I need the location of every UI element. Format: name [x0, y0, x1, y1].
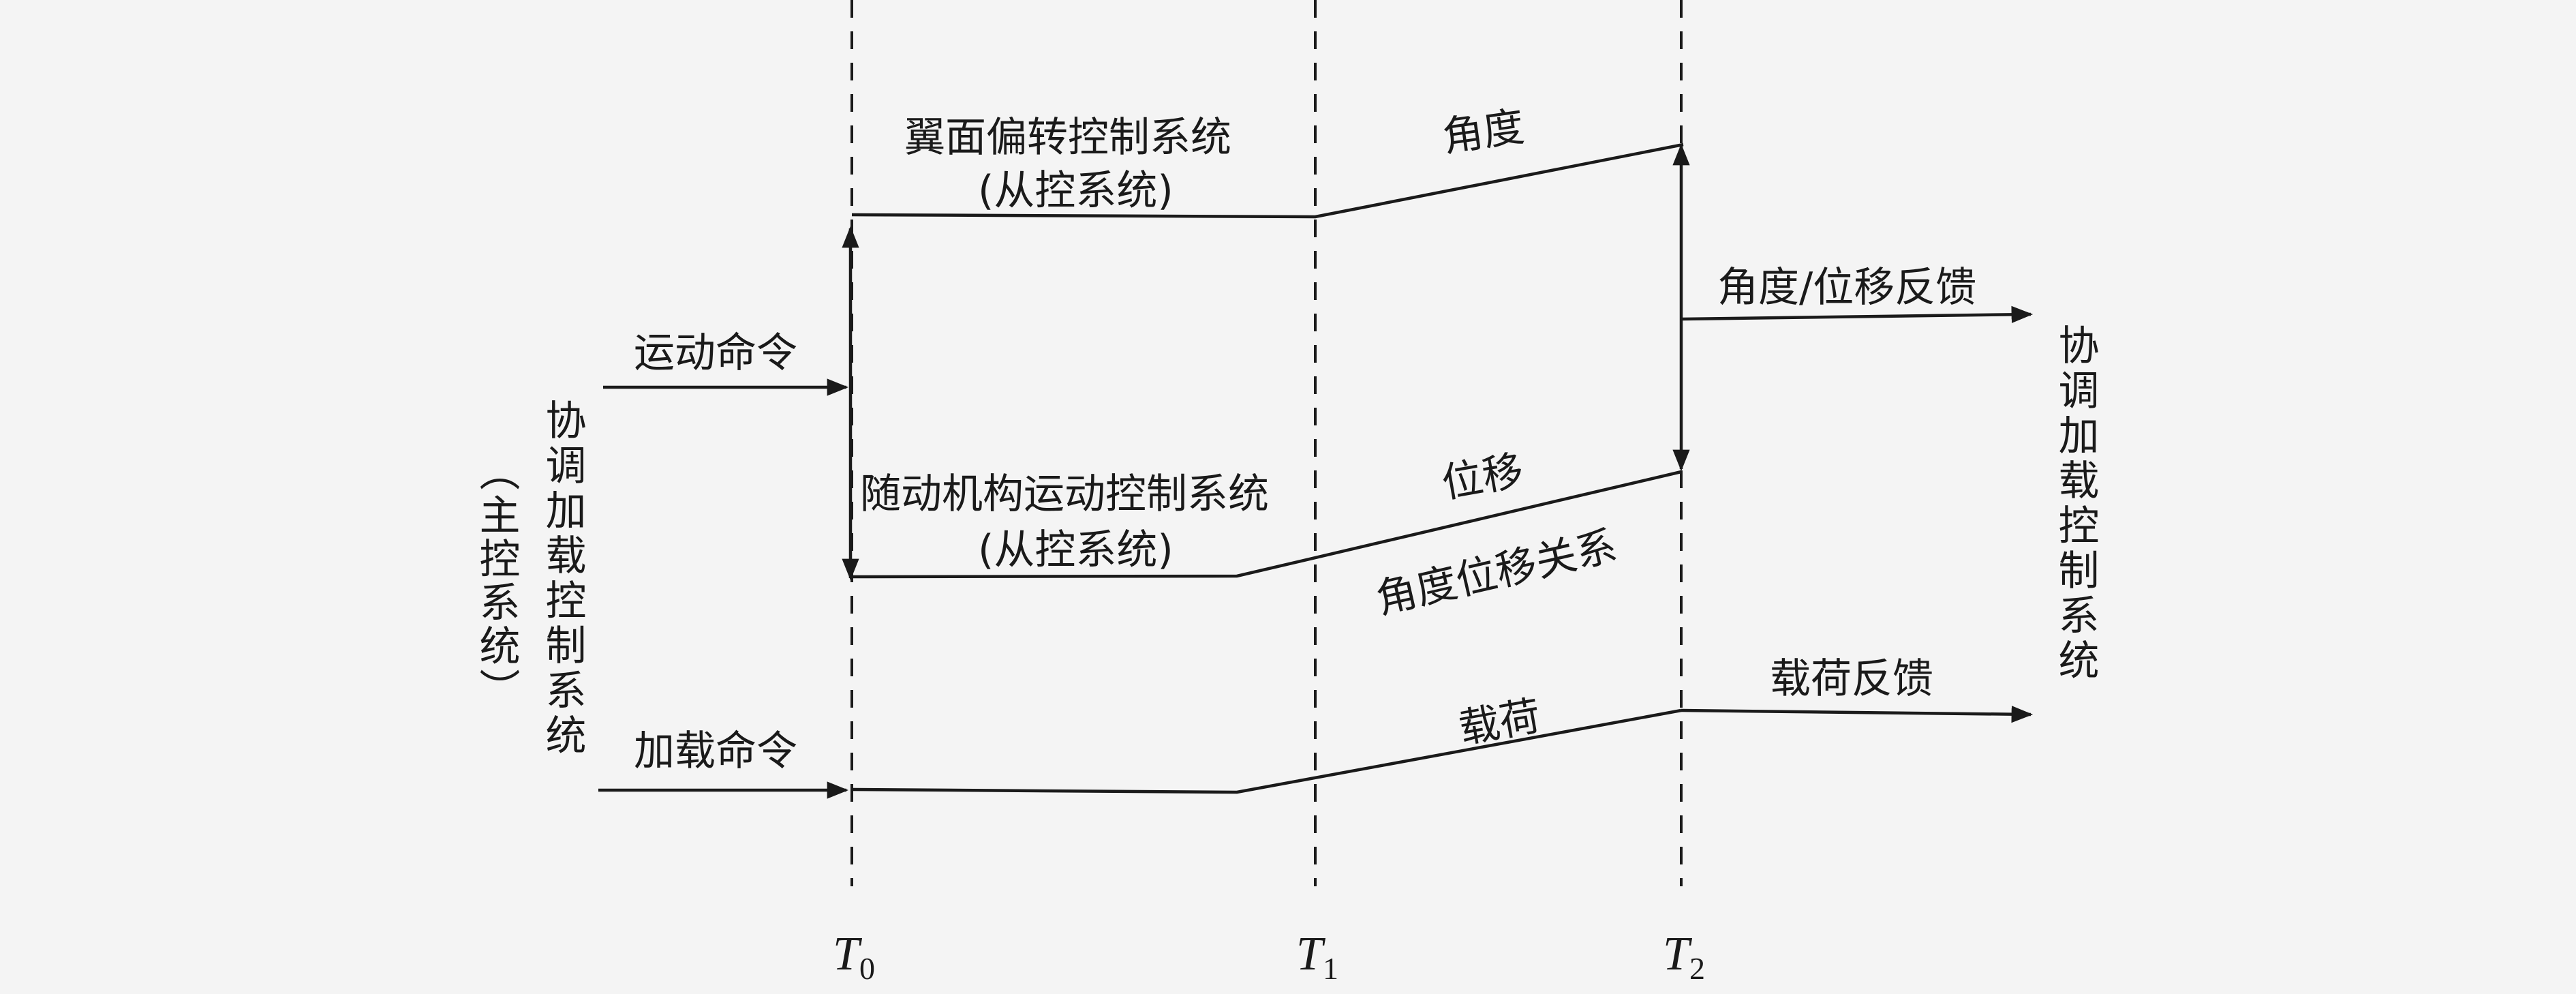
load-command-label: 加载命令: [634, 727, 797, 775]
master-role-label: （主控系统）: [472, 450, 520, 712]
servo-displacement-trajectory: [851, 470, 1682, 579]
wing-system-label: 翼面偏转控制系统: [904, 114, 1231, 162]
motion-command-label: 运动命令: [634, 329, 797, 377]
load-trajectory: [851, 708, 1682, 794]
t1-label: T1: [1296, 928, 1338, 986]
servo-system-label: 随动机构运动控制系统: [860, 470, 1269, 518]
angle-disp-feedback-label: 角度/位移反馈: [1717, 264, 1976, 312]
load-feedback-label: 载荷反馈: [1770, 655, 1933, 703]
servo-slave-label: (从控系统): [978, 526, 1174, 574]
angle-disp-feedback-arrow: [1681, 305, 2034, 323]
t2-label: T2: [1663, 928, 1705, 986]
t0-label: T0: [833, 928, 875, 986]
load-feedback-arrow: [1681, 706, 2034, 723]
feedback-target-label: 协调加载控制系统: [2051, 324, 2099, 684]
angle-label: 角度: [1439, 103, 1527, 162]
master-system-label: 协调加载控制系统: [538, 399, 586, 759]
displacement-label: 位移: [1438, 447, 1527, 508]
load-label: 载荷: [1455, 692, 1544, 753]
wing-slave-label: (从控系统): [978, 167, 1174, 215]
wing-angle-trajectory: [851, 142, 1684, 219]
